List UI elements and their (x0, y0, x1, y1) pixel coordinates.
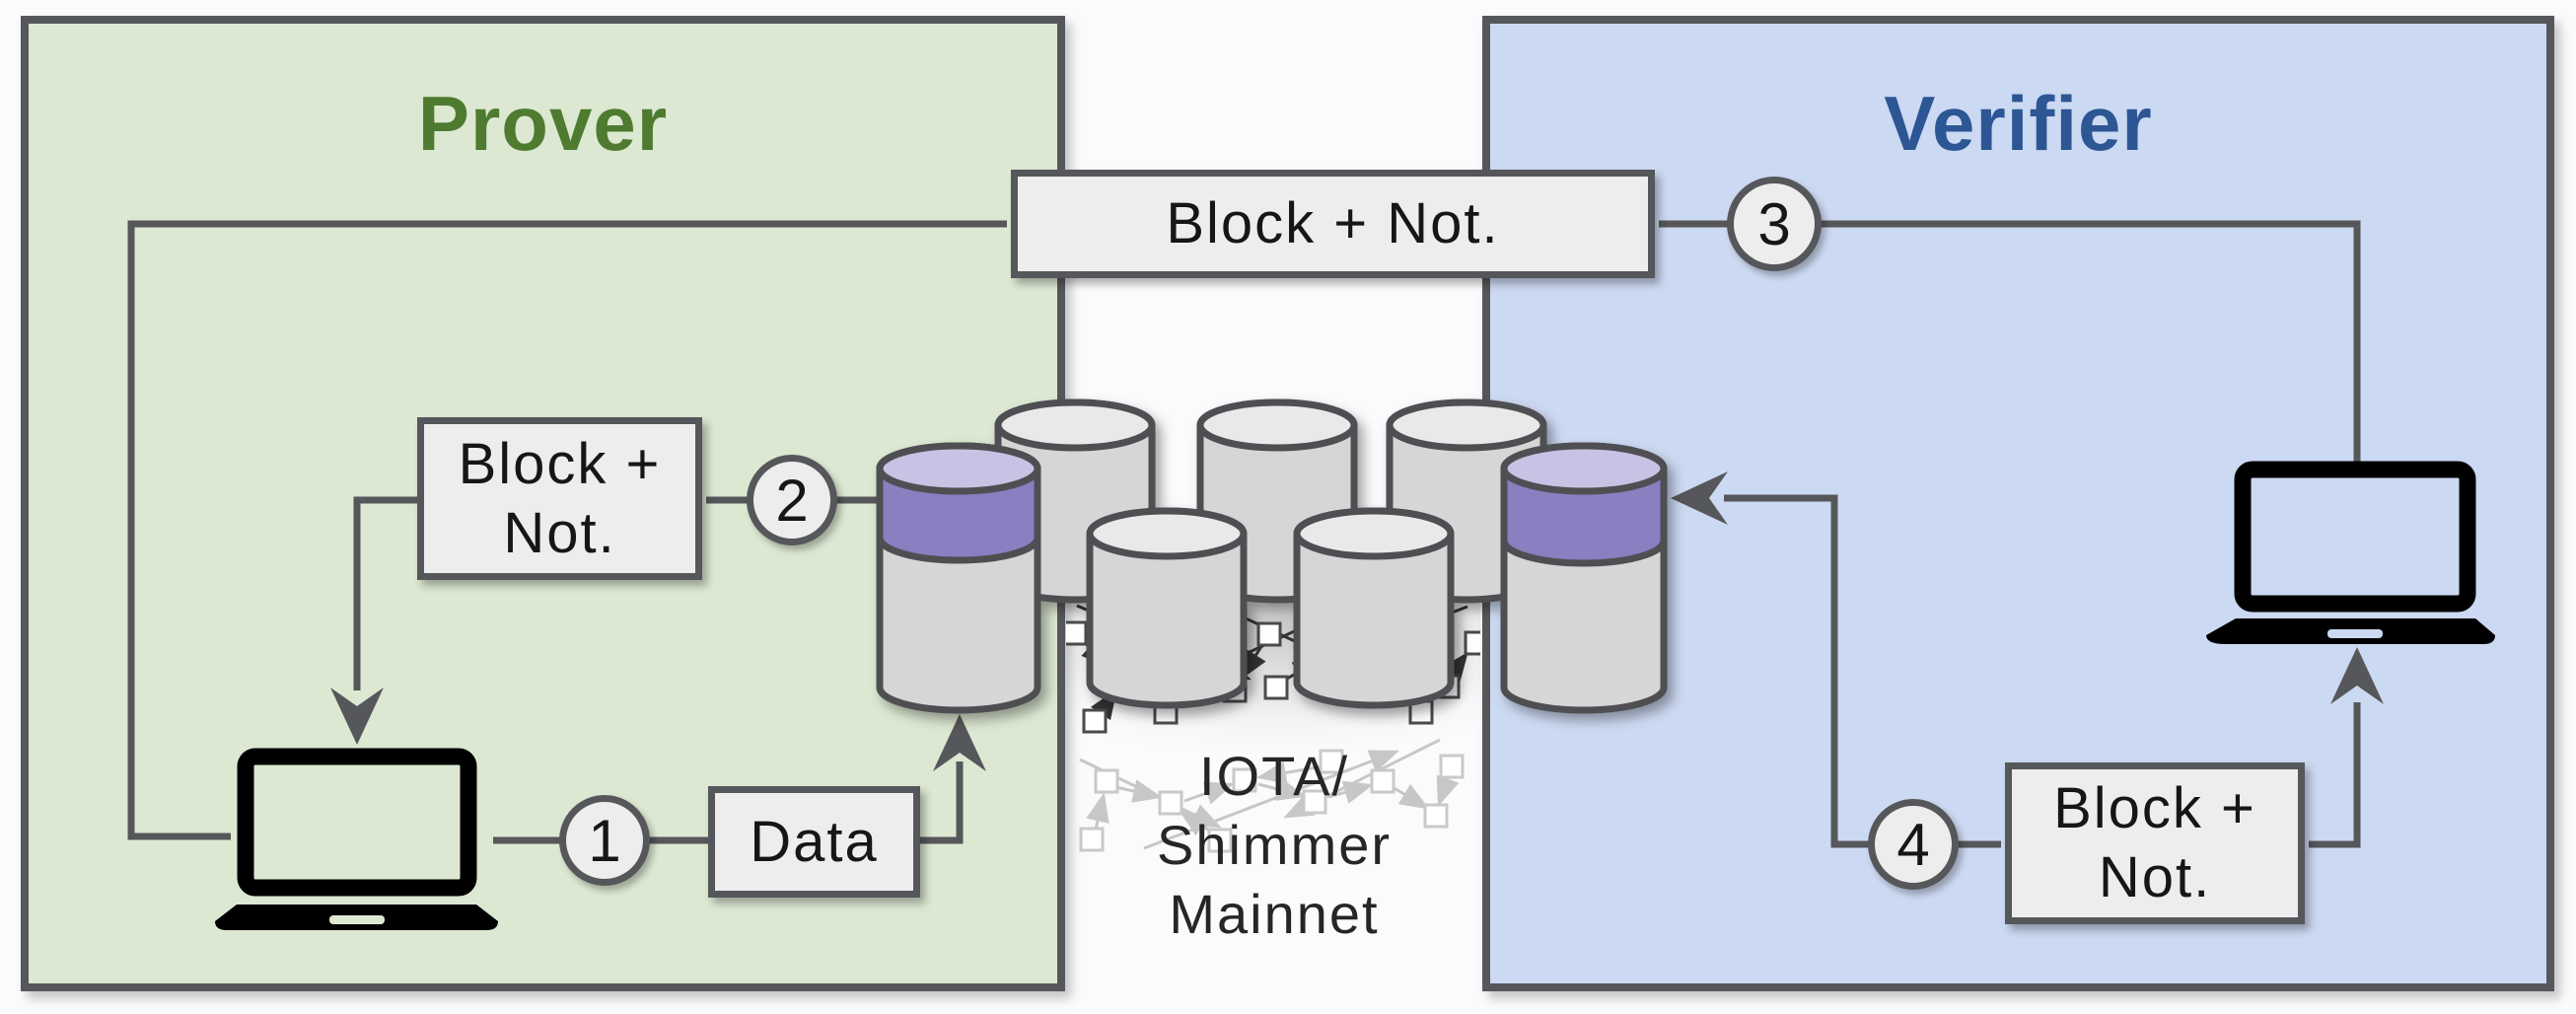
node-cylinder-front-2 (1293, 507, 1455, 709)
network-label-line1: IOTA/ (1198, 745, 1350, 807)
verifier-box-line2: Not. (2098, 845, 2212, 909)
step-2-badge: 2 (747, 455, 837, 545)
prover-box-line2: Not. (503, 500, 616, 565)
prover-title: Prover (417, 80, 669, 167)
step-4-badge: 4 (1868, 799, 1959, 890)
top-box-label: Block + Not. (1166, 191, 1500, 255)
step-3-badge: 3 (1727, 177, 1822, 271)
data-box-label: Data (750, 809, 879, 874)
verifier-box-line1: Block + (2053, 776, 2256, 840)
block-notarization-top-box: Block + Not. (1011, 170, 1655, 278)
node-cylinder-back-2 (1196, 398, 1358, 604)
network-label-line3: Mainnet (1169, 883, 1380, 945)
prover-box-line1: Block + (458, 431, 662, 496)
network-label-line2: Shimmer (1156, 814, 1393, 876)
step-1-badge: 1 (559, 795, 650, 886)
verifier-block-notarization-box: Block + Not. (2005, 762, 2305, 924)
prover-block-notarization-box: Block + Not. (417, 417, 702, 580)
iota-network-label: IOTA/ Shimmer Mainnet (1067, 742, 1481, 949)
data-box: Data (708, 786, 920, 898)
verifier-title: Verifier (1884, 80, 2153, 167)
node-cylinder-front-1 (1086, 507, 1248, 709)
